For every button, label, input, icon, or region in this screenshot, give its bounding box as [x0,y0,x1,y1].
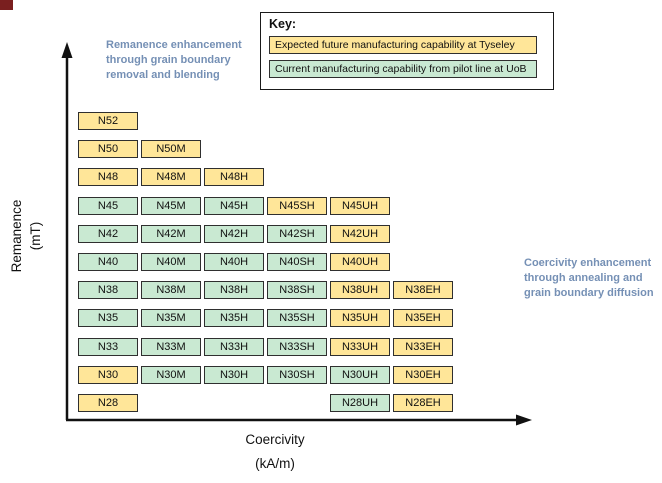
grade-cell-n52: N52 [78,112,138,130]
x-axis-label-line2: (kA/m) [255,455,295,471]
grade-cell-n35eh: N35EH [393,309,453,327]
grade-cell-n42h: N42H [204,225,264,243]
grade-cell-n33h: N33H [204,338,264,356]
grade-cell-n38sh: N38SH [267,281,327,299]
grade-cell-n45: N45 [78,197,138,215]
grade-cell-n45sh: N45SH [267,197,327,215]
grade-cell-n28: N28 [78,394,138,412]
grade-cell-n40: N40 [78,253,138,271]
grade-cell-n30eh: N30EH [393,366,453,384]
legend-key: Key: Expected future manufacturing capab… [260,12,554,90]
corner-artifact [0,0,13,10]
grade-cell-n50: N50 [78,140,138,158]
grade-cell-n30m: N30M [141,366,201,384]
grade-cell-n45m: N45M [141,197,201,215]
grade-cell-n38h: N38H [204,281,264,299]
x-axis-arrow-icon [516,414,532,426]
grade-cell-n40uh: N40UH [330,253,390,271]
grade-cell-n35sh: N35SH [267,309,327,327]
grade-cell-n42uh: N42UH [330,225,390,243]
grade-cell-n38: N38 [78,281,138,299]
key-title: Key: [269,17,297,31]
grade-cell-n30h: N30H [204,366,264,384]
grade-cell-n48h: N48H [204,168,264,186]
key-item-current: Current manufacturing capability from pi… [269,60,537,78]
grade-cell-n35m: N35M [141,309,201,327]
y-axis-label-line1: Remanence [9,199,24,273]
grade-cell-n28eh: N28EH [393,394,453,412]
grade-cell-n48m: N48M [141,168,201,186]
grade-cell-n33sh: N33SH [267,338,327,356]
grade-cell-n50m: N50M [141,140,201,158]
grade-cell-n42m: N42M [141,225,201,243]
grade-cell-n45h: N45H [204,197,264,215]
grade-cell-n40sh: N40SH [267,253,327,271]
grade-cell-n33: N33 [78,338,138,356]
y-axis-label-line2: (mT) [27,221,43,251]
x-axis-label: Coercivity (kA/m) [190,428,360,475]
grade-cell-n33m: N33M [141,338,201,356]
grade-cell-n38m: N38M [141,281,201,299]
grade-cell-n28uh: N28UH [330,394,390,412]
remanence-annotation: Remanence enhancement through grain boun… [106,39,242,81]
grade-cell-n38uh: N38UH [330,281,390,299]
x-axis-label-line1: Coercivity [245,432,305,447]
grade-cell-n42: N42 [78,225,138,243]
key-item-future: Expected future manufacturing capability… [269,36,537,54]
grade-cell-n35uh: N35UH [330,309,390,327]
grade-cell-n45uh: N45UH [330,197,390,215]
grade-cell-n30: N30 [78,366,138,384]
grade-cell-n42sh: N42SH [267,225,327,243]
grade-cell-n40h: N40H [204,253,264,271]
grade-cell-n30sh: N30SH [267,366,327,384]
grade-cell-n30uh: N30UH [330,366,390,384]
grade-cell-n38eh: N38EH [393,281,453,299]
grade-cell-n35h: N35H [204,309,264,327]
y-axis-label: Remanence (mT) [8,136,48,336]
y-axis-arrow-icon [61,42,73,58]
grade-cell-n35: N35 [78,309,138,327]
grade-cell-n48: N48 [78,168,138,186]
grade-cell-n33uh: N33UH [330,338,390,356]
coercivity-annotation: Coercivity enhancement through annealing… [524,257,654,299]
grade-cell-n40m: N40M [141,253,201,271]
grade-cell-n33eh: N33EH [393,338,453,356]
